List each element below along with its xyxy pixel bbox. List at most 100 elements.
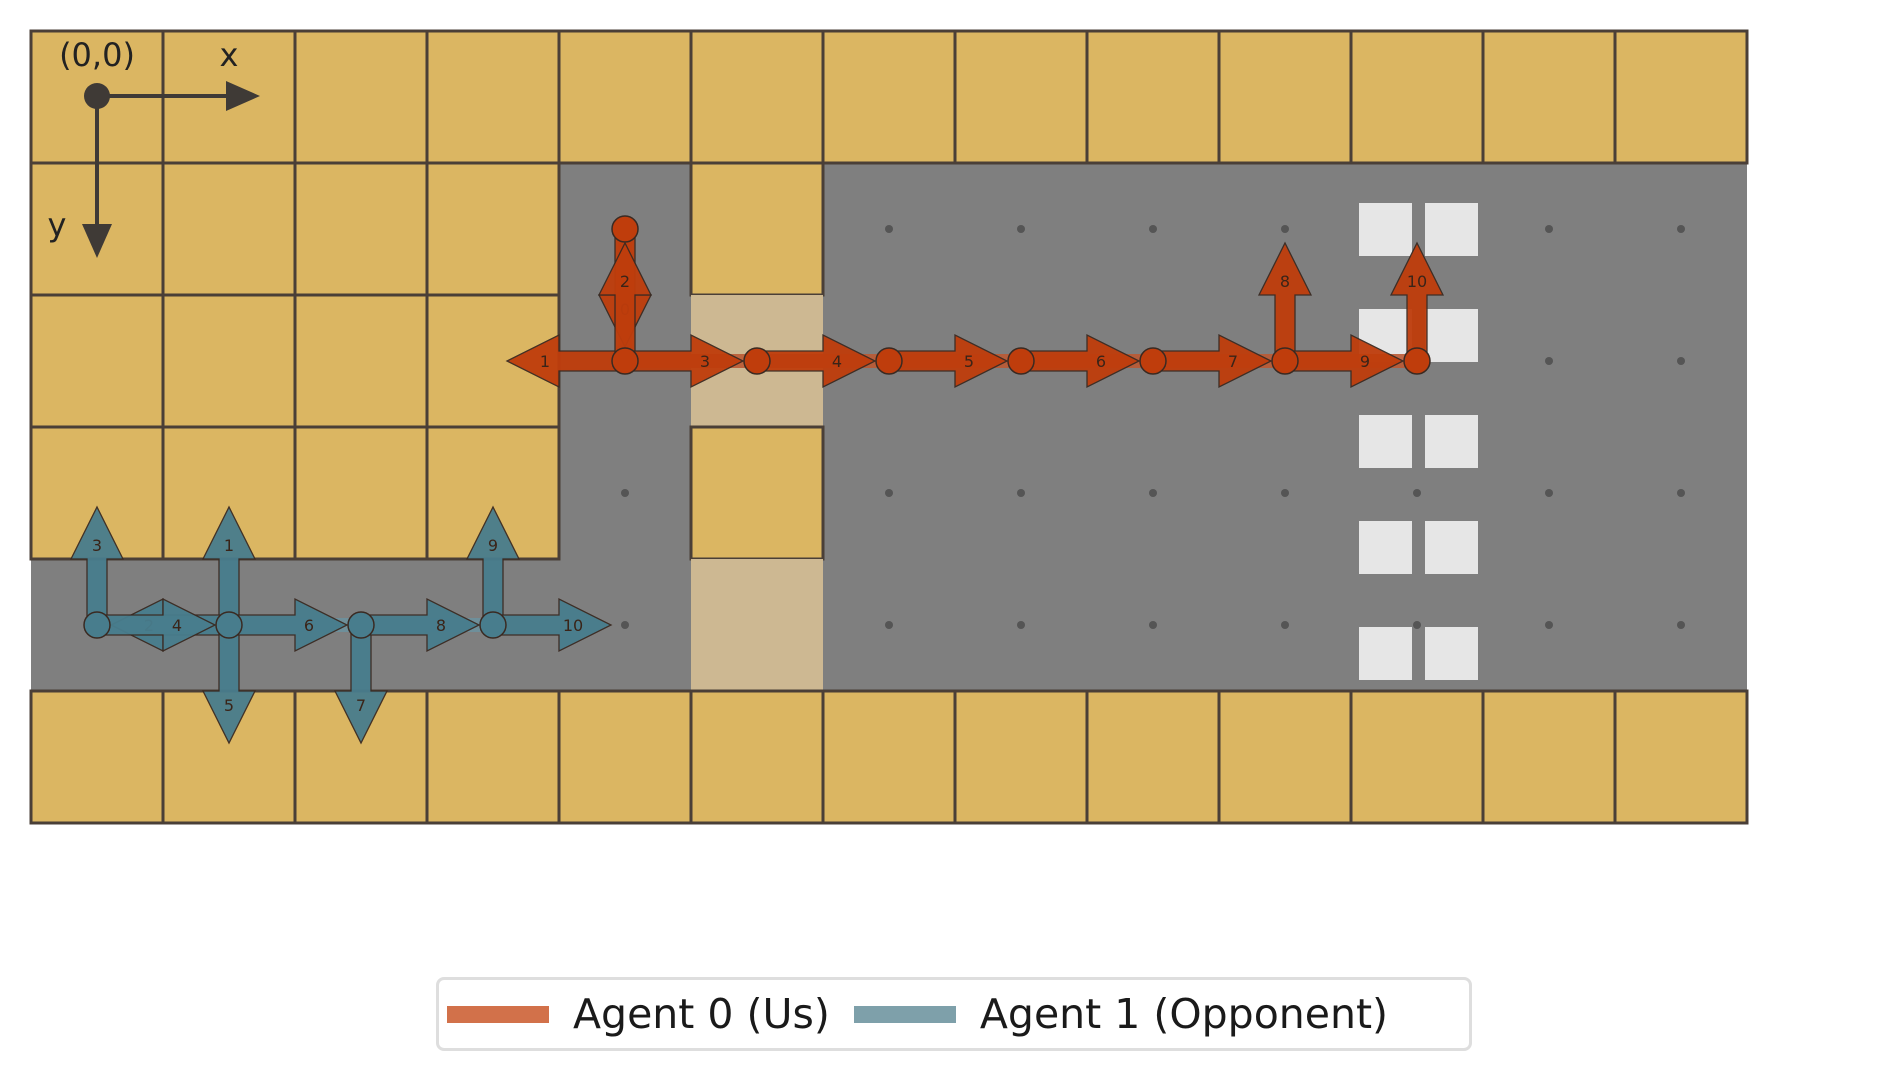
agent-0-step-arrow <box>1284 333 1405 389</box>
agent-0-step-label: 7 <box>1228 352 1238 371</box>
agent-0-step-arrow <box>888 333 1009 389</box>
road-dot <box>1545 225 1553 233</box>
agent-0-step-label: 1 <box>540 352 550 371</box>
agent-1-step-label: 8 <box>436 616 446 635</box>
road-dot <box>1677 621 1685 629</box>
wall-cell <box>1481 29 1617 165</box>
road-dot <box>621 621 629 629</box>
finish-square <box>1425 203 1478 256</box>
agent-1-step-arrow <box>201 624 257 745</box>
agent-1-step-label: 10 <box>563 616 583 635</box>
legend-item-agent-1: Agent 1 (Opponent) <box>853 990 1388 1038</box>
x-axis-arrowhead <box>226 81 260 111</box>
road-dot <box>1281 621 1289 629</box>
road-dot <box>621 489 629 497</box>
wall-cell <box>1349 689 1485 825</box>
y-axis-arrowhead <box>82 224 112 258</box>
agent-1-step-label: 1 <box>224 536 234 555</box>
agent-1-step-arrow <box>360 597 481 653</box>
wall-cell <box>161 161 297 297</box>
road-dot <box>1677 225 1685 233</box>
wall-cell <box>689 29 825 165</box>
agent-0-position <box>743 347 771 375</box>
wall-cell <box>293 161 429 297</box>
agent-1-step-arrow <box>492 597 613 653</box>
agent-1-position <box>83 611 111 639</box>
agent-1-step-arrow <box>228 597 349 653</box>
agent-1-step-label: 4 <box>172 616 182 635</box>
wall-cell <box>689 425 825 561</box>
finish-square <box>1359 203 1412 256</box>
road-dots <box>621 225 1685 629</box>
finish-square <box>1359 521 1412 574</box>
wall-cell <box>1613 29 1749 165</box>
y-axis-label: y <box>48 206 67 244</box>
wall-cell <box>425 29 561 165</box>
agent-1-step-arrow <box>96 597 217 653</box>
wall-cell <box>953 689 1089 825</box>
road-dot <box>1677 357 1685 365</box>
agent-1-step-arrow <box>465 505 521 626</box>
legend-swatch-agent-0 <box>447 1005 549 1023</box>
legend-item-agent-0: Agent 0 (Us) <box>447 990 830 1038</box>
agent-0-step-arrow <box>1389 241 1445 362</box>
road-dot <box>1545 621 1553 629</box>
legend: Agent 0 (Us) Agent 1 (Opponent) <box>436 977 1472 1051</box>
agent-0-step-label: 2 <box>620 272 630 291</box>
finish-square <box>1425 415 1478 468</box>
wall-cell <box>293 29 429 165</box>
wall-cell <box>557 29 693 165</box>
agent-0-position <box>1271 347 1299 375</box>
sand-cell <box>691 559 823 691</box>
road-dot <box>885 489 893 497</box>
agent-0-position <box>875 347 903 375</box>
agent-1-step-arrow <box>333 624 389 745</box>
agent-0-position <box>1007 347 1035 375</box>
agent-0-position <box>611 215 639 243</box>
wall-cell <box>1613 689 1749 825</box>
wall-cell <box>821 689 957 825</box>
legend-swatch-agent-1 <box>853 1005 956 1023</box>
wall-cell <box>1217 689 1353 825</box>
agent-0-step-label: 6 <box>1096 352 1106 371</box>
road-dot <box>1677 489 1685 497</box>
wall-cell <box>161 293 297 429</box>
finish-square <box>1425 309 1478 362</box>
agent-1-position <box>347 611 375 639</box>
road-dot <box>1149 225 1157 233</box>
wall-cell <box>1481 689 1617 825</box>
road-dot <box>1413 621 1421 629</box>
agent-1-position <box>479 611 507 639</box>
road-dot <box>1017 225 1025 233</box>
racetrack-grid: 01234567891012345678910 (0,0) x y <box>29 29 1749 825</box>
legend-label-agent-0: Agent 0 (Us) <box>573 990 830 1038</box>
agent-0-step-label: 3 <box>700 352 710 371</box>
finish-square <box>1359 415 1412 468</box>
agent-0-position <box>611 347 639 375</box>
agent-0-step-arrow <box>1020 333 1141 389</box>
agent-1-step-label: 5 <box>224 696 234 715</box>
agent-0-position <box>1139 347 1167 375</box>
finish-line <box>1359 203 1478 680</box>
agent-0-position <box>1403 347 1431 375</box>
wall-cell <box>1085 29 1221 165</box>
agent-1-position <box>215 611 243 639</box>
wall-cell <box>821 29 957 165</box>
road-dot <box>1017 489 1025 497</box>
road-dot <box>885 621 893 629</box>
agent-0-step-arrow <box>756 333 877 389</box>
road-dot <box>1413 489 1421 497</box>
wall-cell <box>29 293 165 429</box>
road-dot <box>1281 225 1289 233</box>
wall-cell <box>293 293 429 429</box>
agent-1-step-label: 6 <box>304 616 314 635</box>
agent-0-step-arrow <box>1152 333 1273 389</box>
finish-square <box>1359 627 1412 680</box>
grid-cells <box>29 29 1749 825</box>
agent-0-step-arrow <box>1257 241 1313 362</box>
road-dot <box>1149 621 1157 629</box>
x-axis-label: x <box>220 36 239 74</box>
agent-1-step-label: 3 <box>92 536 102 555</box>
finish-square <box>1425 521 1478 574</box>
wall-cell <box>557 689 693 825</box>
